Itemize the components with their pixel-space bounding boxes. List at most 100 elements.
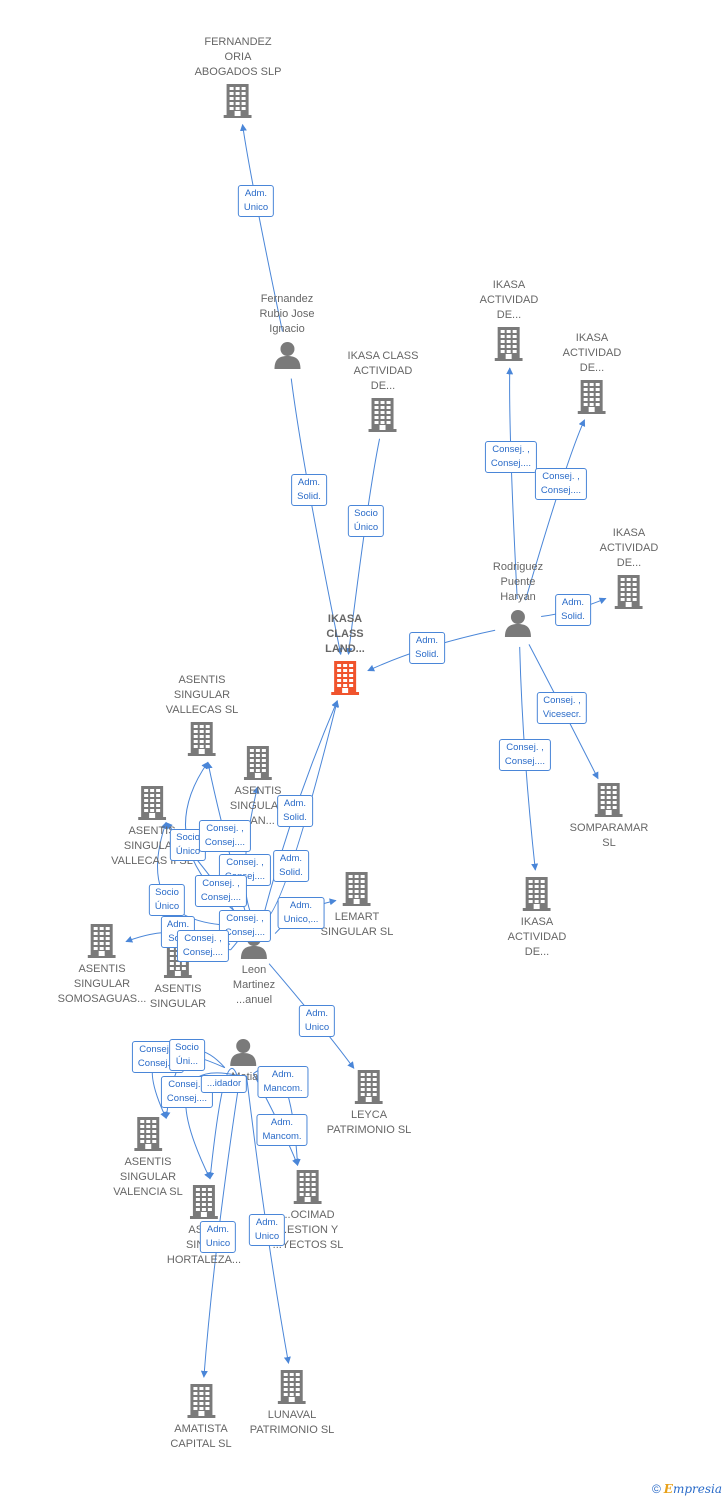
edge-label[interactable]: Adm. Mancom. <box>256 1114 308 1146</box>
empresia-footer[interactable]: ©Empresia <box>652 1482 722 1496</box>
building-icon <box>321 872 394 906</box>
building-icon <box>563 380 622 414</box>
node-label: ...OCIMAD ...ESTION Y ...YECTOS SL <box>272 1209 344 1251</box>
node-label: SOMPARAMAR SL <box>569 822 649 849</box>
building-icon <box>111 786 193 820</box>
building-icon <box>134 1117 162 1151</box>
person-icon <box>229 1039 256 1066</box>
person-icon <box>259 341 314 369</box>
node-label: LEMART SINGULAR SL <box>320 911 394 938</box>
building-icon <box>495 327 523 361</box>
empresia-logo: Empresia <box>663 1482 722 1496</box>
company-node-asentis-valencia[interactable]: ASENTIS SINGULAR VALENCIA SL <box>113 1117 183 1200</box>
person-icon <box>504 610 531 637</box>
edge-label[interactable]: Adm. Solid. <box>555 594 591 626</box>
building-icon <box>244 746 272 780</box>
edge-label[interactable]: Consej. , Consej.... <box>194 875 248 907</box>
person-icon <box>493 609 543 637</box>
building-icon <box>137 786 166 820</box>
building-icon <box>87 924 116 958</box>
edge-label[interactable]: Consej. , Consej.... <box>484 441 538 473</box>
building-icon <box>327 1070 412 1104</box>
node-label: AMATISTA CAPITAL SL <box>170 1423 232 1450</box>
building-icon <box>348 398 419 432</box>
edge-label[interactable]: Adm. Solid. <box>277 795 313 827</box>
node-label: Leon Martinez ...anuel <box>232 964 276 1006</box>
node-label: ASENTIS SINGULAR SOMOSAGUAS... <box>57 963 147 1005</box>
company-node-leyca[interactable]: LEYCA PATRIMONIO SL <box>327 1070 412 1138</box>
person-node-fernandez-rubio[interactable]: Fernandez Rubio Jose Ignacio <box>259 292 315 369</box>
edge-label[interactable]: Adm. Unico <box>298 1005 336 1037</box>
node-label: LUNAVAL PATRIMONIO SL <box>249 1409 335 1436</box>
building-icon <box>250 1370 335 1404</box>
building-icon <box>330 661 359 695</box>
building-icon <box>294 1170 322 1204</box>
building-icon <box>600 575 659 609</box>
building-icon <box>189 1185 218 1219</box>
node-label: Fernandez Rubio Jose Ignacio <box>259 293 315 335</box>
company-node-asentis-singular-a[interactable]: ASENTIS SINGULAR ...AN... <box>230 746 286 829</box>
building-icon <box>186 1384 215 1418</box>
company-node-ikasa-class-act[interactable]: IKASA CLASS ACTIVIDAD DE... <box>347 349 419 432</box>
edge-label[interactable]: Socio Único <box>148 884 186 916</box>
company-node-amatista[interactable]: AMATISTA CAPITAL SL <box>170 1384 232 1452</box>
edge-label[interactable]: Socio Único <box>347 505 385 537</box>
edge-label[interactable]: Adm. Solid. <box>273 850 309 882</box>
edge-label[interactable]: Consej. , Consej.... <box>176 930 230 962</box>
person-icon <box>222 1038 264 1066</box>
building-icon <box>343 872 371 906</box>
edge-label[interactable]: Consej. , Consej.... <box>534 468 588 500</box>
building-icon <box>570 783 649 817</box>
node-label: ASENTIS SINGULAR VALLECAS SL <box>165 674 239 716</box>
node-label: FERNANDEZ ORIA ABOGADOS SLP <box>194 36 282 78</box>
building-icon <box>277 1370 306 1404</box>
building-icon <box>113 1117 183 1151</box>
edge-label[interactable]: Adm. Solid. <box>409 632 445 664</box>
edge-label[interactable]: Adm. Solid. <box>291 474 327 506</box>
node-label: ASENTIS SINGULAR VALENCIA SL <box>113 1156 183 1198</box>
company-node-ikasa-act-4[interactable]: IKASA ACTIVIDAD DE... <box>508 877 566 960</box>
node-label: IKASA ACTIVIDAD DE... <box>599 527 659 569</box>
company-node-asentis-vallecas[interactable]: ASENTIS SINGULAR VALLECAS SL <box>165 673 239 756</box>
edge-label[interactable]: Adm. Unico,... <box>277 897 325 929</box>
node-label: IKASA ACTIVIDAD DE... <box>479 279 539 321</box>
edge-label[interactable]: Socio Úni... <box>169 1039 205 1071</box>
node-label: ASENTIS SINGULAR ...AN... <box>229 785 287 827</box>
edge-label[interactable]: Adm. Unico <box>199 1221 237 1253</box>
company-node-somparamar[interactable]: SOMPARAMAR SL <box>569 783 649 851</box>
edge-label[interactable]: Adm. Mancom. <box>257 1066 309 1098</box>
node-label: Rodriguez Puente Haryan <box>492 561 544 603</box>
building-icon <box>195 84 282 118</box>
node-label: IKASA CLASS LAND... <box>325 613 365 655</box>
person-node-leon-martinez[interactable]: Leon Martinez ...anuel <box>233 931 275 1008</box>
company-node-asentis-somosaguas[interactable]: ASENTIS SINGULAR SOMOSAGUAS... <box>57 924 147 1007</box>
building-icon <box>523 877 551 911</box>
node-label: IKASA ACTIVIDAD DE... <box>562 332 622 374</box>
building-icon <box>578 380 606 414</box>
company-node-socimad[interactable]: ...OCIMAD ...ESTION Y ...YECTOS SL <box>272 1170 344 1253</box>
edge-label[interactable]: Consej. , Vicesecr. <box>536 692 588 724</box>
edge-label[interactable]: Consej. , Consej.... <box>498 739 552 771</box>
node-label: IKASA CLASS ACTIVIDAD DE... <box>347 350 419 392</box>
company-node-ikasa-act-3[interactable]: IKASA ACTIVIDAD DE... <box>599 526 659 609</box>
company-node-ikasa-land[interactable]: IKASA CLASS LAND... <box>325 612 365 695</box>
edge-label[interactable]: ...idador <box>200 1075 248 1093</box>
company-node-ikasa-act-1[interactable]: IKASA ACTIVIDAD DE... <box>479 278 539 361</box>
edge-label[interactable]: Adm. Unico <box>237 185 275 217</box>
building-icon <box>170 1384 231 1418</box>
company-node-lunaval[interactable]: LUNAVAL PATRIMONIO SL <box>249 1370 335 1438</box>
building-icon <box>230 746 286 780</box>
company-node-fernandez-oria[interactable]: FERNANDEZ ORIA ABOGADOS SLP <box>194 35 282 118</box>
building-icon <box>224 84 252 118</box>
edge-label[interactable]: Adm. Unico <box>248 1214 286 1246</box>
person-icon <box>273 342 300 369</box>
person-node-rodriguez[interactable]: Rodriguez Puente Haryan <box>493 560 543 637</box>
building-icon <box>480 327 539 361</box>
edge-label[interactable]: Consej. , Consej.... <box>198 820 252 852</box>
building-icon <box>325 661 365 695</box>
building-icon <box>369 398 397 432</box>
company-node-lemart[interactable]: LEMART SINGULAR SL <box>320 872 394 940</box>
building-icon <box>167 1185 241 1219</box>
building-icon <box>58 924 147 958</box>
company-node-ikasa-act-2[interactable]: IKASA ACTIVIDAD DE... <box>562 331 622 414</box>
